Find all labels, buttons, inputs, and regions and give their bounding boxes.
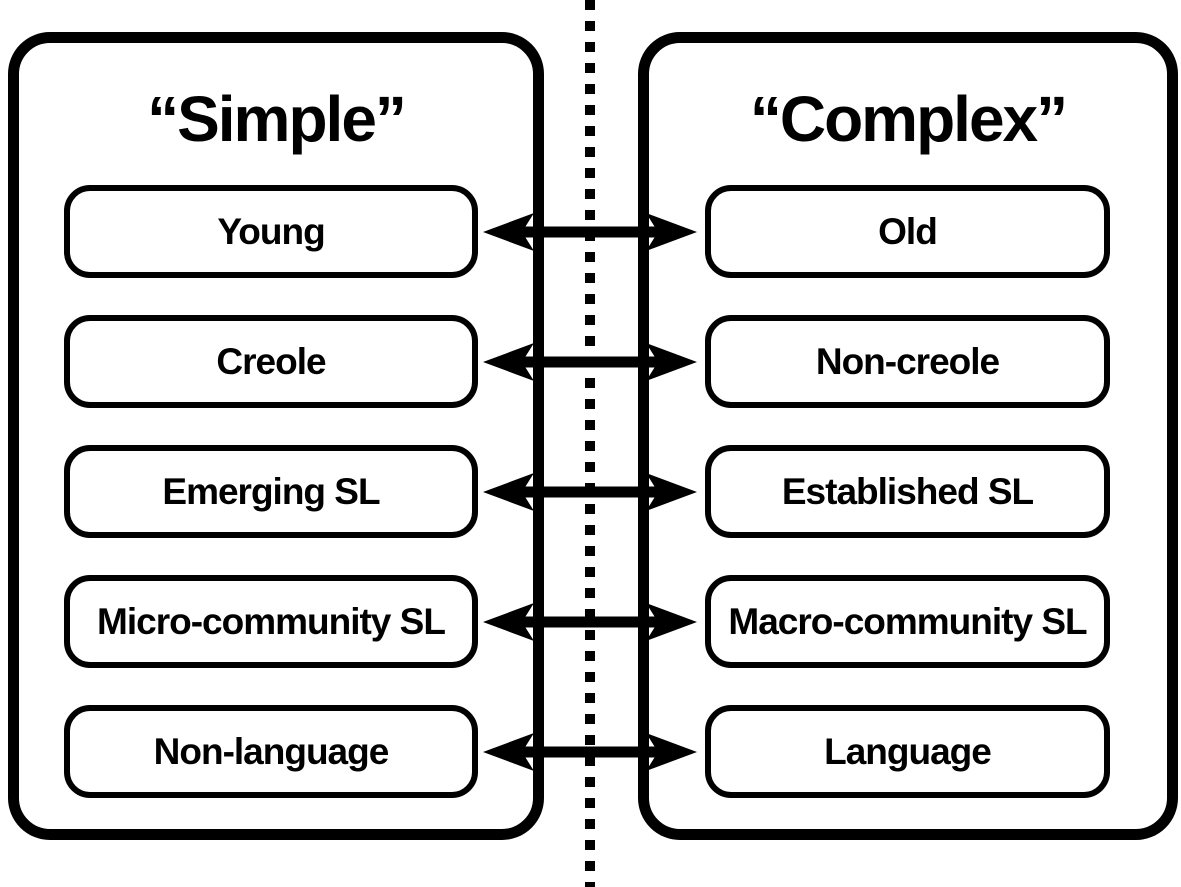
- box-non-creole-label: Non-creole: [815, 341, 1000, 382]
- box-language: Language: [705, 705, 1110, 798]
- box-creole: Creole: [64, 315, 478, 408]
- box-young-label: Young: [217, 211, 325, 252]
- box-macro-community-sl-label: Macro-community SL: [728, 601, 1087, 642]
- simple-panel: “Simple” Young Creole Emerging SL Micro-…: [8, 32, 544, 840]
- box-old: Old: [705, 185, 1110, 278]
- complex-panel-title: “Complex”: [749, 83, 1068, 155]
- box-language-label: Language: [824, 731, 992, 772]
- box-macro-community-sl: Macro-community SL: [705, 575, 1110, 668]
- box-non-language: Non-language: [64, 705, 478, 798]
- divider-dotted-line: [585, 0, 595, 887]
- box-non-creole: Non-creole: [705, 315, 1110, 408]
- simple-panel-title: “Simple”: [147, 83, 407, 155]
- box-creole-label: Creole: [216, 341, 326, 382]
- box-old-label: Old: [878, 211, 938, 252]
- box-established-sl-label: Established SL: [781, 471, 1034, 512]
- box-micro-community-sl: Micro-community SL: [64, 575, 478, 668]
- box-non-language-label: Non-language: [153, 731, 390, 772]
- box-emerging-sl-label: Emerging SL: [162, 471, 380, 512]
- box-young: Young: [64, 185, 478, 278]
- box-micro-community-sl-label: Micro-community SL: [97, 601, 446, 642]
- box-emerging-sl: Emerging SL: [64, 445, 478, 538]
- complex-panel: “Complex” Old Non-creole Established SL …: [638, 32, 1178, 840]
- box-established-sl: Established SL: [705, 445, 1110, 538]
